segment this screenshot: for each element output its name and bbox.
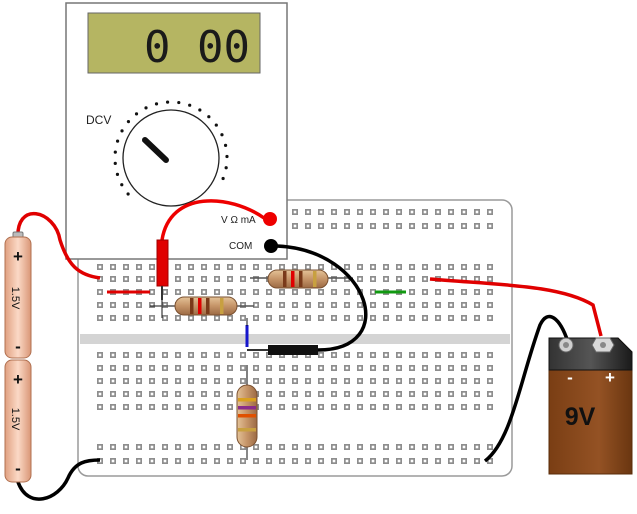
aa-cell-2: + 1.5V - xyxy=(4,359,32,483)
dial-pointer xyxy=(142,137,169,163)
cell-2-minus: - xyxy=(15,459,21,478)
com-jack[interactable] xyxy=(264,239,278,253)
multimeter-mode-label: DCV xyxy=(86,113,111,127)
dial-position-dots xyxy=(113,100,229,196)
aa-cell-1: + 1.5V - xyxy=(4,236,32,359)
multimeter: 0 00 DCV V Ω mA COM xyxy=(65,2,288,260)
battery-black-wire[interactable] xyxy=(483,314,570,463)
battery-9v: - + 9V xyxy=(429,277,633,475)
breadboard xyxy=(77,199,513,477)
multimeter-display-value: 0 00 xyxy=(144,22,250,73)
red-probe-lead xyxy=(160,199,266,241)
cell-1-minus: - xyxy=(15,337,21,356)
black-probe-handle xyxy=(268,345,318,355)
com-jack-label: COM xyxy=(229,241,252,252)
rotary-dial[interactable] xyxy=(113,100,229,207)
cell-red-wire[interactable] xyxy=(16,211,101,280)
battery-9v-label: 9V xyxy=(565,403,596,431)
cell-2-label: 1.5V xyxy=(9,408,21,431)
v-ohm-ma-jack[interactable] xyxy=(263,212,277,226)
aa-battery-pack: + 1.5V - + 1.5V - xyxy=(4,211,101,501)
cell-2-plus: + xyxy=(13,370,23,389)
battery-9v-minus: - xyxy=(567,368,573,387)
breadboard-holes xyxy=(97,209,493,464)
cell-1-label: 1.5V xyxy=(9,287,21,310)
red-probe[interactable] xyxy=(156,199,266,300)
black-probe[interactable] xyxy=(247,244,368,355)
red-probe-handle xyxy=(156,239,169,287)
battery-9v-plus: + xyxy=(605,368,615,387)
resistor-top[interactable] xyxy=(250,269,350,289)
cell-1-plus: + xyxy=(13,247,23,266)
breadboard-center-channel xyxy=(80,334,510,344)
battery-red-wire[interactable] xyxy=(429,277,603,337)
cell-black-wire[interactable] xyxy=(16,458,101,501)
resistor-left[interactable] xyxy=(160,296,254,316)
resistor-vertical[interactable] xyxy=(236,365,258,450)
multimeter-lcd xyxy=(87,12,261,74)
v-ohm-ma-jack-label: V Ω mA xyxy=(221,215,256,226)
black-probe-lead xyxy=(276,244,368,352)
